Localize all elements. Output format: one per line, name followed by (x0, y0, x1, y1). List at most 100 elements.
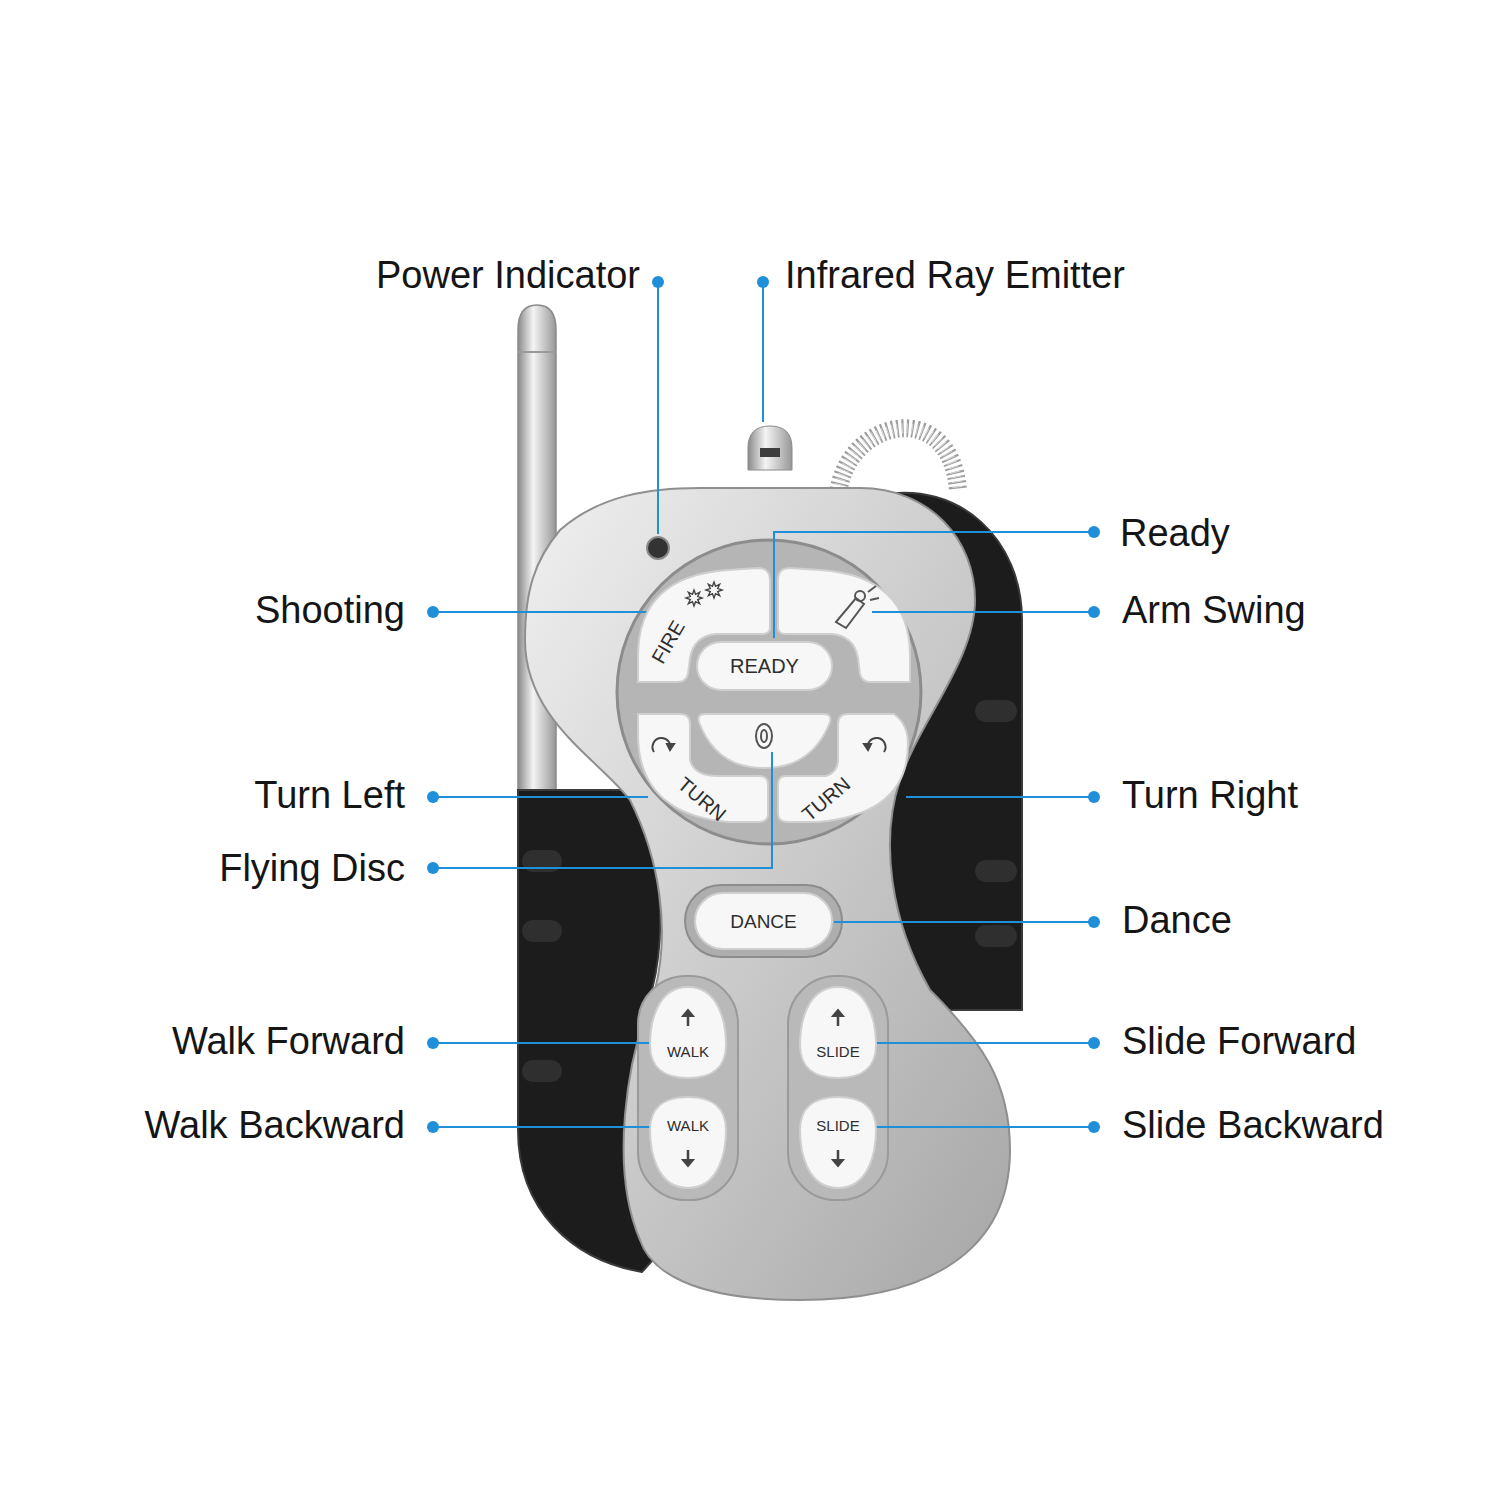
arrow-head (683, 1160, 693, 1166)
leader-dot (1088, 1121, 1100, 1133)
ridge (975, 925, 1017, 947)
callout-label: Turn Right (1122, 773, 1298, 817)
leader-dot (427, 606, 439, 618)
turn-head (667, 744, 674, 750)
callout-label: Dance (1122, 898, 1232, 942)
icon-strokes (706, 582, 722, 598)
callout-label: Turn Left (254, 773, 405, 817)
slide-recess (788, 976, 888, 1200)
button-face (778, 714, 908, 822)
arm-icon (836, 598, 864, 628)
callout-label: Power Indicator (376, 253, 640, 297)
ridge (522, 920, 562, 942)
button-outline (798, 985, 878, 1080)
button-face (800, 1097, 876, 1188)
callout-label: Walk Forward (172, 1019, 405, 1063)
button-face (697, 642, 832, 690)
button-icon (861, 731, 891, 761)
leader-line (657, 282, 659, 534)
button-face (800, 987, 876, 1078)
button-icon (699, 575, 729, 605)
icon-strokes (833, 1010, 843, 1026)
leader-line (876, 1126, 1094, 1128)
remote-button: TURN (776, 714, 918, 822)
power-led (647, 537, 669, 559)
button-outline (798, 1095, 878, 1190)
icon-strokes (686, 590, 702, 606)
leader-line (433, 1042, 650, 1044)
leader-line (872, 611, 1094, 613)
callout-label: Slide Backward (1122, 1103, 1384, 1147)
disc-outer (756, 724, 772, 748)
button-label: WALK (667, 1118, 709, 1133)
callout-label: Arm Swing (1122, 588, 1306, 632)
leader-line (876, 1042, 1094, 1044)
coil (838, 428, 958, 495)
walk-recess (638, 976, 738, 1200)
ridge (975, 700, 1017, 722)
star-icon (686, 590, 702, 606)
button-label: WALK (667, 1044, 709, 1059)
coil-highlight (838, 428, 958, 495)
leader-line (433, 796, 648, 798)
leader-line (762, 282, 764, 422)
remote-button: WALK (648, 1095, 728, 1190)
icon-strokes (683, 1010, 693, 1026)
leader-dots (427, 276, 1100, 1133)
callout-label: Flying Disc (219, 846, 405, 890)
leader-line (433, 1126, 650, 1128)
remote-body (525, 488, 1010, 1300)
icon-strokes (683, 1150, 693, 1166)
button-icon (823, 1004, 853, 1034)
leader-dot (427, 862, 439, 874)
antenna-ring (518, 351, 556, 353)
button-face (650, 1097, 726, 1188)
disc-icon (756, 724, 772, 748)
button-icon (673, 1004, 703, 1034)
button-face (695, 893, 832, 949)
arrow-head (833, 1010, 843, 1016)
star-icon (706, 582, 722, 598)
remote-button: WALK (648, 985, 728, 1080)
remote-button: READY (697, 642, 832, 690)
button-label: READY (730, 656, 799, 676)
button-icon (647, 731, 677, 761)
leader-dot (757, 276, 769, 288)
hand-icon (855, 591, 865, 601)
ridge (522, 1060, 562, 1082)
leader-dot (1088, 791, 1100, 803)
remote-button: TURN (628, 714, 768, 822)
icon-strokes (864, 738, 885, 752)
button-outline (648, 1095, 728, 1190)
button-label: SLIDE (816, 1044, 859, 1059)
icon-strokes (653, 738, 674, 752)
button-face (650, 987, 726, 1078)
arrow-head (833, 1160, 843, 1166)
leader-line (433, 752, 772, 868)
remote-button: DANCE (695, 893, 832, 949)
button-outline (776, 714, 918, 822)
leader-dot (652, 276, 664, 288)
button-outline (648, 985, 728, 1080)
leader-dot (427, 1037, 439, 1049)
leader-dot (1088, 606, 1100, 618)
leader-dot (1088, 916, 1100, 928)
button-icon (673, 1142, 703, 1172)
leader-dot (1088, 526, 1100, 538)
callout-label: Slide Forward (1122, 1019, 1356, 1063)
flying-disc-button (699, 714, 831, 768)
disc-inner (761, 730, 767, 742)
leader-line (906, 796, 1094, 798)
coil-cord (838, 428, 958, 495)
motion-marks (868, 586, 879, 600)
leader-line (433, 611, 648, 613)
button-label: DANCE (730, 912, 797, 931)
leader-line (834, 921, 1094, 923)
remote-button: SLIDE (798, 985, 878, 1080)
ir-emitter (748, 426, 792, 470)
button-icon (679, 583, 709, 613)
